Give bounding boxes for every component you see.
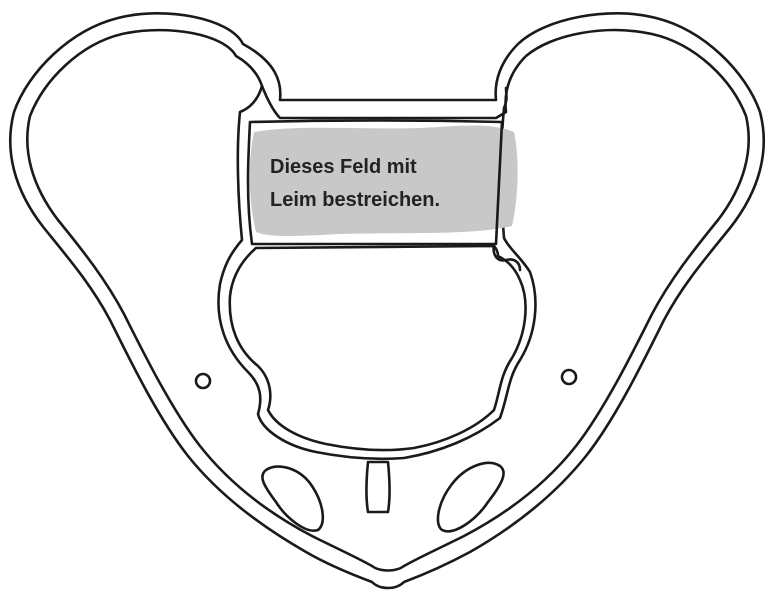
glue-area [250,126,518,237]
instruction-line-1: Dieses Feld mit [270,156,417,178]
right-hole [562,370,576,384]
symphysis [367,462,390,512]
pelvis-outer-contour [10,13,764,588]
right-obturator-opening [438,463,504,531]
instruction-line-2: Leim bestreichen. [270,189,440,211]
left-obturator-opening [262,467,322,531]
pelvis-inner-contour [27,30,748,570]
fold-notch [494,244,520,270]
lower-opening [230,246,526,450]
left-hole [196,374,210,388]
